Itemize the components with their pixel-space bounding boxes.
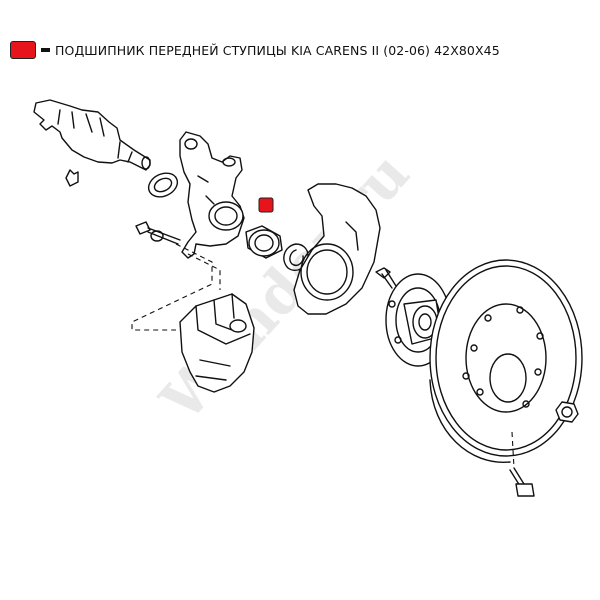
steering-knuckle <box>179 131 245 259</box>
knuckle-leader-line <box>187 253 221 290</box>
legend-swatch <box>10 41 36 59</box>
legend-text: ПОДШИПНИК ПЕРЕДНЕЙ СТУПИЦЫ KIA CARENS II… <box>55 42 500 58</box>
screw-leader-line <box>511 431 515 469</box>
dust-seal <box>147 172 179 198</box>
hub-bearing <box>245 225 283 259</box>
brake-disc <box>429 259 583 463</box>
legend-dash <box>41 48 50 52</box>
marker-red-square <box>258 197 274 213</box>
disc-screw <box>509 467 535 497</box>
caliper-leader-line <box>131 243 213 331</box>
dust-shield <box>293 183 381 315</box>
legend: ПОДШИПНИК ПЕРЕДНЕЙ СТУПИЦЫ KIA CARENS II… <box>10 40 500 60</box>
knuckle-bolt <box>135 221 181 245</box>
hub-nut <box>555 401 579 423</box>
watermark: Wender.ru <box>147 139 422 434</box>
brake-caliper <box>179 293 255 393</box>
drive-shaft <box>33 99 151 171</box>
small-clip <box>65 169 79 187</box>
wheel-stud <box>375 267 397 289</box>
